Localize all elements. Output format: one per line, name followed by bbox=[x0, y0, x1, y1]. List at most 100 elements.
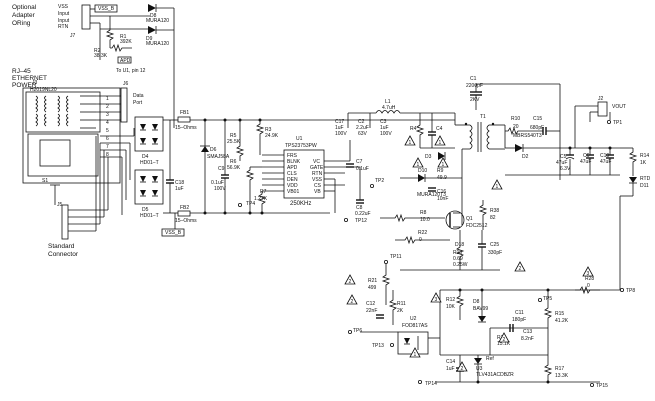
c18-value: 1uF bbox=[175, 186, 184, 192]
svg-text:2: 2 bbox=[351, 299, 354, 305]
j7-connector bbox=[81, 4, 91, 30]
svg-text:VSS: VSS bbox=[312, 177, 323, 183]
r11-value: 2K bbox=[397, 308, 404, 314]
rtd-label: RTD bbox=[640, 176, 651, 182]
fb2-label: FB2 bbox=[180, 205, 189, 211]
u1-ic bbox=[283, 149, 325, 199]
svg-text:GATE: GATE bbox=[310, 165, 324, 171]
svg-text:RTN: RTN bbox=[312, 171, 323, 177]
r4-label: R4 bbox=[410, 126, 417, 132]
note-triangle-11 bbox=[409, 347, 421, 358]
c2-voltage: 63V bbox=[358, 131, 368, 137]
tp6-point bbox=[347, 329, 352, 334]
c6-label: C6 bbox=[583, 153, 590, 159]
opto-led-icon bbox=[404, 338, 410, 344]
d9-label: D9 bbox=[146, 36, 153, 42]
fb1-value: 15–Ohms bbox=[175, 125, 197, 131]
resistor-r17-icon bbox=[543, 360, 553, 382]
c1-value: 2200pF bbox=[466, 83, 483, 89]
oring-label: ORing bbox=[12, 20, 31, 27]
svg-text:VDD: VDD bbox=[287, 183, 298, 189]
tp14-label: TP14 bbox=[425, 381, 437, 387]
svg-text:7: 7 bbox=[106, 144, 109, 150]
c25-value: 330pF bbox=[488, 250, 502, 256]
d9-part: MURA120 bbox=[146, 41, 169, 47]
tp1-label: TP1 bbox=[613, 120, 622, 126]
svg-text:2: 2 bbox=[106, 104, 109, 110]
svg-text:APD: APD bbox=[287, 165, 298, 171]
svg-text:6: 6 bbox=[106, 136, 109, 142]
ethernet-label: ETHERNET bbox=[12, 75, 47, 82]
q1-label: Q1 bbox=[466, 216, 473, 222]
rj45-pin-numbers: 1 2 3 4 5 6 7 8 bbox=[106, 96, 109, 158]
data-port-label-1: Data bbox=[133, 93, 144, 99]
r5-value: 25.5K bbox=[227, 139, 241, 145]
diode-d9-icon bbox=[148, 26, 156, 34]
c4-label: C4 bbox=[436, 126, 443, 132]
note-triangle-2 bbox=[434, 135, 446, 146]
c5-label: C5 bbox=[560, 154, 567, 160]
apd-tag-label: APD bbox=[120, 58, 131, 64]
c12-label: C12 bbox=[366, 301, 375, 307]
note-triangle-4 bbox=[491, 179, 503, 190]
vss-tag bbox=[94, 4, 118, 13]
j5-wires bbox=[50, 136, 109, 232]
svg-text:4: 4 bbox=[106, 120, 109, 126]
vss-b-label: VSS_B bbox=[165, 230, 182, 236]
r17-value: 13.3K bbox=[555, 373, 569, 379]
diode-bridge-icon bbox=[134, 116, 164, 205]
c9-value: 0.1uF bbox=[211, 180, 224, 186]
r17-label: R17 bbox=[555, 366, 564, 372]
r6-value: 56.9K bbox=[227, 165, 241, 171]
r3-value: 24.9K bbox=[265, 133, 279, 139]
tp15-label: TP15 bbox=[596, 383, 608, 389]
c5-voltage: 6.3V bbox=[560, 166, 571, 172]
note-triangle-10 bbox=[430, 292, 442, 303]
tp4-point bbox=[237, 202, 242, 207]
svg-text:1: 1 bbox=[409, 140, 412, 146]
svg-text:CLS: CLS bbox=[287, 171, 297, 177]
resistor-r1-icon bbox=[105, 16, 115, 48]
svg-text:3: 3 bbox=[587, 271, 590, 277]
svg-text:VB01: VB01 bbox=[287, 189, 299, 195]
c14-value: 1uF bbox=[446, 366, 455, 372]
d8-bav99-label: D8 bbox=[473, 299, 480, 305]
svg-text:1: 1 bbox=[417, 162, 420, 168]
svg-text:2: 2 bbox=[519, 266, 522, 272]
c17-value: 1uF bbox=[335, 125, 344, 131]
c3-label: C3 bbox=[380, 119, 387, 125]
vss-tag-label: VSS_B bbox=[98, 6, 115, 12]
d5-part: HD01–T bbox=[140, 213, 159, 219]
r12-value: 10K bbox=[446, 304, 456, 310]
d5-label: D5 bbox=[142, 207, 149, 213]
q1-part: FDC2512 bbox=[466, 223, 488, 229]
r7-label: R7 bbox=[260, 189, 267, 195]
resistor-r5-icon bbox=[235, 120, 245, 161]
inductor-l1-icon bbox=[375, 110, 401, 114]
input-rtn-label-2: RTN bbox=[58, 24, 69, 30]
resistor-r21-icon bbox=[381, 264, 391, 305]
d8-bav99-part: BAV99 bbox=[473, 306, 488, 312]
resistor-r10-icon bbox=[505, 126, 525, 136]
note-triangle-12 bbox=[412, 157, 424, 168]
mosfet-q1-icon bbox=[445, 210, 465, 230]
note-triangle-5 bbox=[344, 274, 356, 285]
input-rtn-label-1: Input bbox=[58, 18, 70, 24]
j6-connector bbox=[120, 87, 128, 123]
r9-label: R9 bbox=[437, 168, 444, 174]
r28-label: R28 bbox=[585, 276, 594, 282]
resistor-r38-icon bbox=[478, 200, 488, 230]
svg-text:1: 1 bbox=[106, 96, 109, 102]
j2-connector bbox=[597, 101, 608, 117]
r5-label: R5 bbox=[230, 133, 237, 139]
connector-label: Connector bbox=[48, 251, 79, 258]
svg-text:8: 8 bbox=[106, 152, 109, 158]
r11-label: R11 bbox=[397, 301, 406, 307]
d4-part: HD01–T bbox=[140, 160, 159, 166]
r10-label: R10 bbox=[511, 116, 520, 122]
c1-voltage: 2KV bbox=[470, 97, 480, 103]
r10-value: 20 bbox=[513, 124, 519, 130]
c3-voltage: 100V bbox=[380, 131, 392, 137]
power-label: POWER bbox=[12, 82, 37, 89]
